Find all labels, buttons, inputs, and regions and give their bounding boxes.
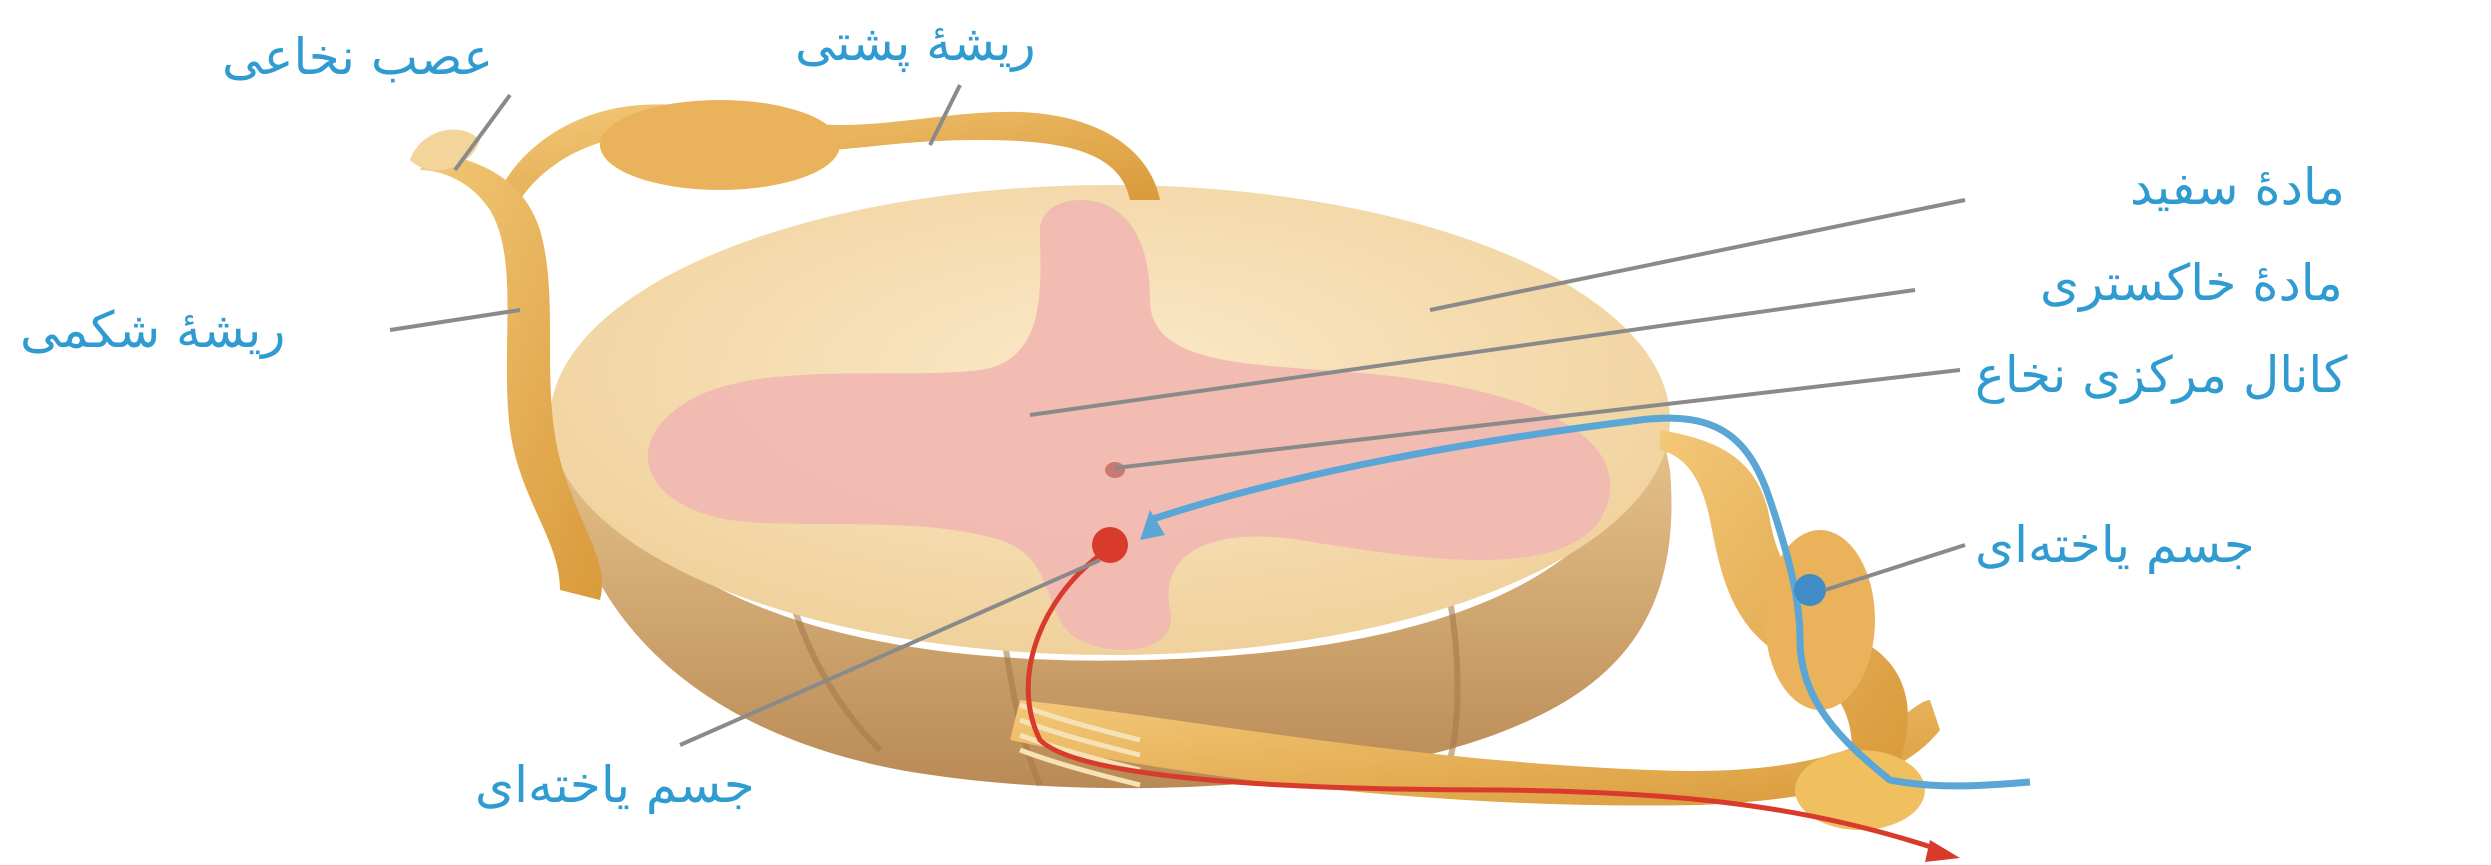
label-gray-matter: مادهٔ خاکستری [2040,258,2343,308]
label-spinal-nerve: عصب نخاعی [222,32,493,82]
label-ventral-root: ریشهٔ شکمی [20,305,285,355]
central-canal [1105,462,1125,478]
label-cell-body-bottom: جسم یاخته‌ای [475,760,755,810]
sensory-cell-body [1794,574,1826,606]
label-dorsal-root: ریشهٔ پشتی [795,18,1036,68]
right-dorsal-ganglion [1765,530,1875,710]
leader-ventral-root [390,310,520,330]
motor-arrowhead [1925,840,1960,862]
label-central-canal: کانال مرکزی نخاع [1975,350,2347,400]
label-cell-body-right: جسم یاخته‌ای [1975,520,2255,570]
dorsal-root-ganglion [600,100,840,190]
label-white-matter: مادهٔ سفید [2130,162,2345,212]
